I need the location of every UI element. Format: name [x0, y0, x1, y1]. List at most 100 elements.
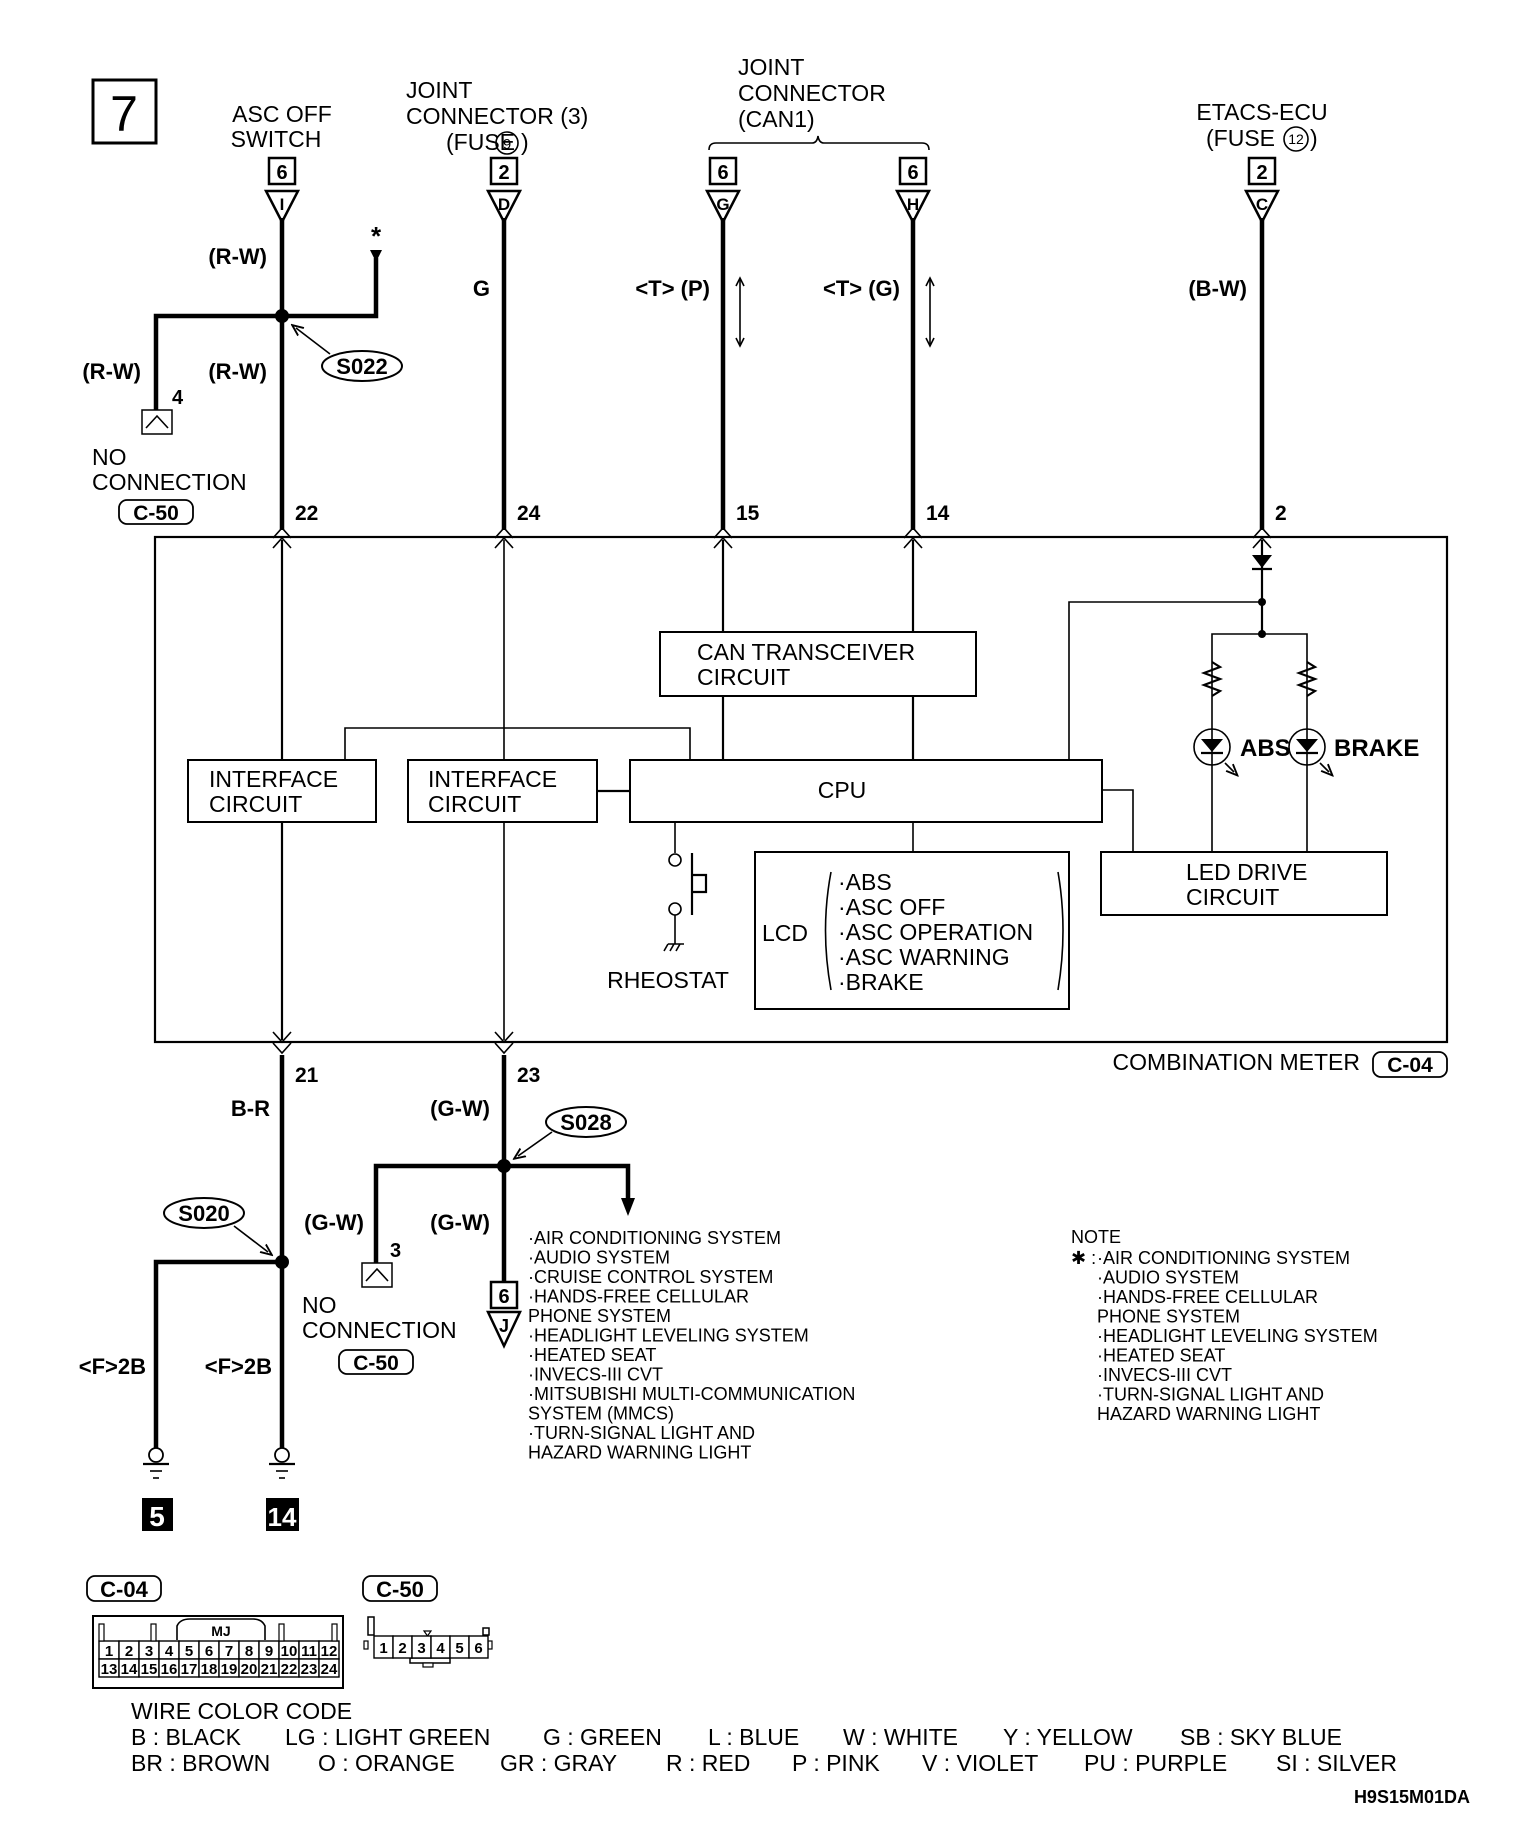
c04-pin: 21	[261, 1661, 278, 1678]
wire-color-entry: GR : GRAY	[500, 1750, 617, 1776]
c04-pin: 17	[181, 1661, 198, 1678]
combination-meter: ABS BRAKE INTERFACE CIRCUIT INTERFACE CI…	[153, 526, 1449, 1078]
splice-s020-callout: S020	[163, 1197, 268, 1252]
terminal-letter: C	[1256, 195, 1268, 214]
connector-asc-off: 6I	[263, 156, 301, 225]
meter-pin-21: 21	[295, 1064, 319, 1087]
wire-label-asc-top: (R-W)	[208, 244, 267, 269]
can-transceiver-line2: CIRCUIT	[697, 664, 790, 690]
splice-s028-label: S028	[560, 1110, 611, 1135]
c04-pin: 23	[301, 1661, 318, 1678]
lower-wires	[153, 1055, 635, 1448]
meter-pin-24: 24	[517, 502, 541, 525]
led-drive-circuit: LED DRIVE CIRCUIT	[1100, 851, 1388, 916]
etacs-ecu-label: ETACS-ECU (FUSE 12 )	[1196, 99, 1328, 152]
splice-s028-dot	[497, 1159, 511, 1173]
system-item: PHONE SYSTEM	[528, 1306, 671, 1326]
connector-number: 6	[907, 162, 918, 184]
system-item: ·HEADLIGHT LEVELING SYSTEM	[528, 1326, 809, 1346]
c04-pin: 16	[161, 1661, 178, 1678]
ground-point-5-label: 5	[149, 1501, 165, 1532]
wire-color-code-title: WIRE COLOR CODE	[131, 1698, 352, 1724]
nc-lower-line1: NO	[302, 1292, 337, 1318]
connector-can1-h: 6H	[894, 156, 932, 225]
wire-color-entry: G : GREEN	[543, 1724, 662, 1750]
c04-tag: MJ	[211, 1623, 230, 1639]
input-diode-icon	[1252, 555, 1272, 568]
wire-color-entry: B : BLACK	[131, 1724, 242, 1750]
wire-label-can-p: <T> (P)	[635, 276, 710, 301]
system-item: ·HEATED SEAT	[528, 1345, 656, 1365]
asc-off-switch-line1: ASC OFF	[232, 101, 332, 127]
c04-pin: 13	[101, 1661, 118, 1678]
c50-pin: 5	[455, 1640, 463, 1657]
joint-connector-3-line1: JOINT	[406, 77, 472, 103]
c50-pin: 4	[436, 1640, 445, 1657]
c50-pin: 3	[417, 1640, 425, 1657]
c50-label: C-50	[376, 1577, 424, 1602]
c04-pin: 6	[205, 1643, 213, 1660]
system-item: ·HANDS-FREE CELLULAR	[528, 1287, 749, 1307]
meter-pin-2: 2	[1275, 502, 1287, 525]
ground-point-5: 5	[142, 1498, 173, 1532]
interface1-line1: INTERFACE	[209, 766, 338, 792]
wire-label-asc-left: (R-W)	[82, 359, 141, 384]
system-item: SYSTEM (MMCS)	[528, 1404, 674, 1424]
c50-pin: 1	[379, 1640, 387, 1657]
terminal-letter: H	[907, 195, 919, 214]
etacs-ecu-line1: ETACS-ECU	[1196, 99, 1327, 125]
ground-point-14-label: 14	[268, 1502, 297, 1532]
note-item: ·HEADLIGHT LEVELING SYSTEM	[1097, 1326, 1378, 1346]
interface2-line2: CIRCUIT	[428, 791, 521, 817]
asc-off-switch-line2: SWITCH	[231, 126, 322, 152]
c04-pin: 10	[281, 1643, 298, 1660]
connector-number: 6	[717, 162, 728, 184]
nc-upper-pin: 4	[172, 387, 184, 409]
lcd-item: ·BRAKE	[838, 969, 924, 995]
meter-pin-23: 23	[517, 1064, 540, 1087]
joint-j-connector-no: 6	[498, 1286, 509, 1308]
c04-pin: 4	[165, 1643, 174, 1660]
twisted-pair-indicator-2	[925, 276, 935, 348]
led-abs-label: ABS	[1240, 735, 1291, 762]
led-drive-line1: LED DRIVE	[1186, 859, 1307, 885]
splice-s020-label: S020	[178, 1201, 229, 1226]
system-item: ·AIR CONDITIONING SYSTEM	[528, 1228, 781, 1248]
terminal-letter: D	[498, 195, 510, 214]
pin-mark-top	[903, 526, 923, 549]
lcd-item: ·ASC OPERATION	[838, 919, 1033, 945]
pin-mark-bottom	[272, 1031, 292, 1055]
pin-mark-top	[713, 526, 733, 549]
wire-label-s028-left: (G-W)	[304, 1210, 364, 1235]
can-transceiver-line1: CAN TRANSCEIVER	[697, 639, 915, 665]
c04-pin: 2	[125, 1643, 133, 1660]
rheostat-switch-icon	[663, 853, 708, 952]
splice-s022-label: S022	[336, 354, 387, 379]
c04-pin: 18	[201, 1661, 218, 1678]
nc-lower-pin: 3	[390, 1240, 401, 1262]
note-item: ·TURN-SIGNAL LIGHT AND	[1097, 1385, 1324, 1405]
connector-etacs: 2C	[1243, 156, 1281, 225]
fuse-number-circle	[495, 131, 519, 155]
c04-pin: 5	[185, 1643, 193, 1660]
asterisk-arrow	[370, 250, 382, 262]
interface-circuit-1: INTERFACE CIRCUIT	[187, 759, 377, 823]
splice-s022-callout: S022	[296, 328, 403, 382]
wire-color-entry: R : RED	[666, 1750, 750, 1776]
wire-color-entry: V : VIOLET	[922, 1750, 1038, 1776]
etacs-fuse-number: 12	[1288, 131, 1304, 147]
c04-pin: 9	[265, 1643, 273, 1660]
note-marker: ✱ :	[1071, 1248, 1096, 1268]
c04-pin: 14	[121, 1661, 138, 1678]
wire-label-joint3: G	[473, 276, 490, 301]
asterisk-marker: *	[371, 221, 382, 251]
ground-right-icon	[269, 1447, 295, 1479]
etacs-fuse-prefix: (FUSE	[1206, 125, 1275, 151]
terminal-letter: G	[716, 195, 729, 214]
nc-lower-connector: C-50	[353, 1352, 399, 1375]
can1-line2: CONNECTOR	[738, 80, 886, 106]
